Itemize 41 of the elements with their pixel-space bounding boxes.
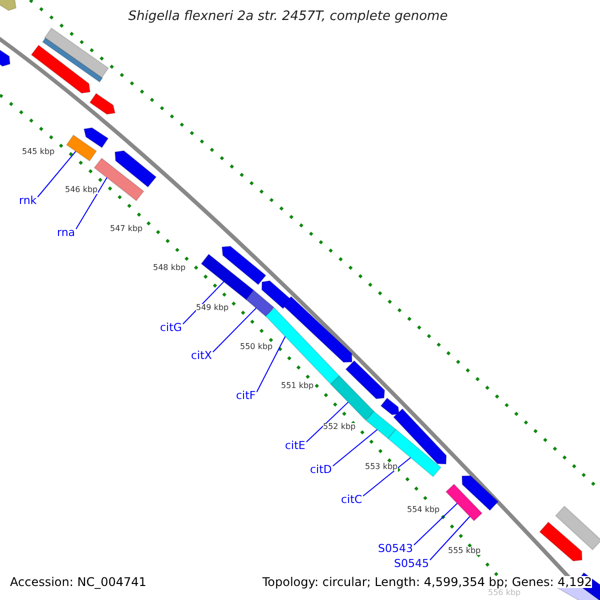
gene-label: S0543 — [378, 543, 413, 554]
leader-line — [182, 281, 224, 324]
gene-label: S0545 — [394, 558, 429, 569]
gene-label: citE — [285, 440, 306, 451]
diagram-title: Shigella flexneri 2a str. 2457T, complete genome — [128, 10, 448, 23]
position-label: 552 kbp — [323, 423, 356, 431]
position-label: 556 kbp — [488, 589, 521, 597]
position-label: 553 kbp — [365, 463, 398, 471]
position-label: 546 kbp — [65, 186, 98, 194]
position-label: 549 kbp — [196, 304, 229, 312]
leader-line — [37, 150, 76, 198]
leader-line — [413, 502, 458, 546]
leader-line — [256, 336, 286, 392]
leader-line — [332, 429, 378, 466]
gene-label: rnk — [19, 195, 37, 206]
leader-line — [212, 308, 257, 352]
position-label: 547 kbp — [110, 225, 143, 233]
leader-line — [362, 457, 412, 496]
gene-block — [66, 134, 98, 162]
gene-label: citD — [310, 464, 332, 475]
leader-line — [429, 516, 470, 560]
position-label: 545 kbp — [22, 148, 55, 156]
position-label: 554 kbp — [407, 506, 440, 514]
gene-label: citF — [236, 390, 256, 401]
position-label: 555 kbp — [448, 547, 481, 555]
gene-block — [366, 410, 396, 440]
gene-label: rna — [57, 227, 76, 238]
gene-block — [200, 254, 254, 300]
genome-summary-text: Topology: circular; Length: 4,599,354 bp; Genes: 4,192 — [262, 576, 592, 588]
gene-block — [445, 484, 483, 522]
gene-block — [330, 375, 375, 421]
position-label: 548 kbp — [153, 264, 186, 272]
position-label: 551 kbp — [281, 382, 314, 390]
gene-label: citC — [341, 494, 362, 505]
leader-line — [306, 402, 349, 442]
gene-block — [245, 290, 275, 318]
accession-text: Accession: NC_004741 — [10, 576, 146, 588]
gene-label: citX — [191, 350, 212, 361]
leader-line — [76, 177, 108, 230]
gene-label: citG — [160, 322, 182, 333]
position-label: 550 kbp — [240, 343, 273, 351]
